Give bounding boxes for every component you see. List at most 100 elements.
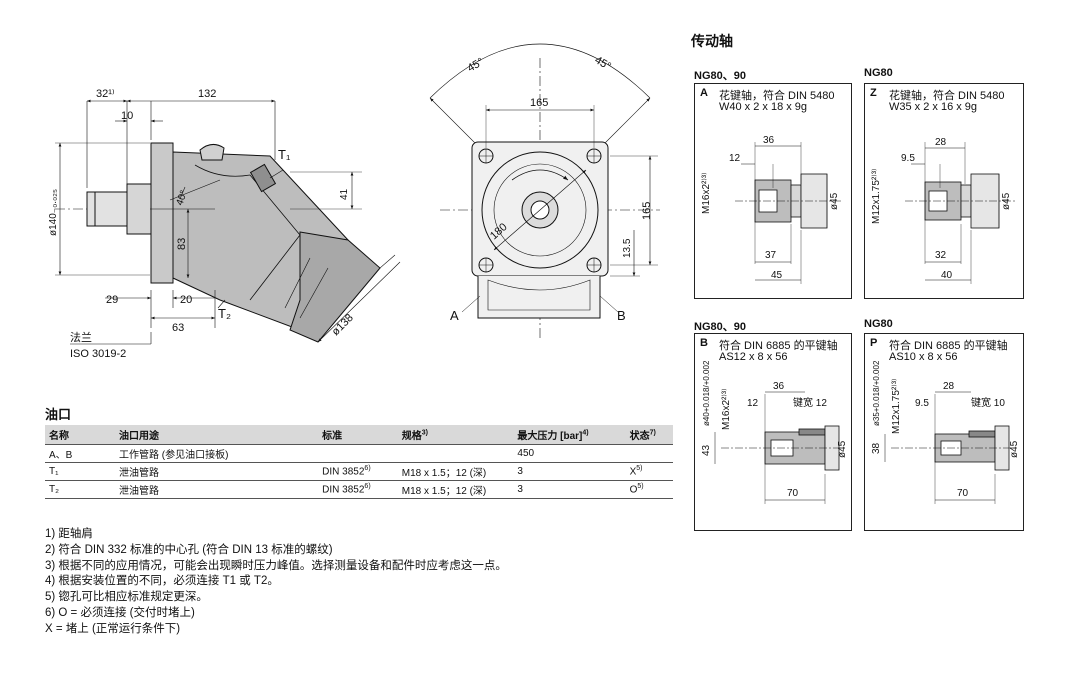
dim-a: 28	[943, 381, 955, 392]
dim-dia140: ø140₋₀.₀₂₅	[48, 189, 59, 236]
shaft-code: Z	[870, 87, 877, 99]
dim-10: 10	[121, 110, 133, 122]
technical-drawings: 32¹⁾ 132 10 T₁ 41 40° ø140₋₀.₀₂₅ 83 29 2…	[48, 43, 660, 360]
port-pressure: 3	[513, 462, 626, 481]
shaft-title: 传动轴	[691, 33, 733, 49]
dim-b: 12	[747, 398, 759, 409]
shaft-group-title: NG80	[864, 67, 893, 79]
dim-63: 63	[172, 322, 184, 334]
col-name: 名称	[45, 425, 116, 445]
port-spec	[397, 444, 514, 463]
dim-a: 36	[763, 135, 775, 146]
shaft-drawing: M16x2²⁾³⁾ 36 12 ø45 37 45	[701, 135, 843, 284]
ports-title: 油口	[45, 407, 72, 422]
dim-c: ø45	[1001, 192, 1012, 210]
port-pressure: 3	[513, 480, 626, 499]
port-use: 泄油管路	[115, 462, 319, 481]
footnote: 6) O = 必须连接 (交付时堵上)	[45, 606, 195, 619]
table-row: T₁ 泄油管路 DIN 38526) M18 x 1.5；12 (深) 3 X5…	[45, 462, 673, 481]
footnote: X = 堵上 (正常运行条件下)	[45, 622, 181, 635]
port-state	[625, 444, 673, 463]
col-state: 状态7)	[625, 425, 673, 445]
port-a-label: A	[450, 308, 459, 323]
dim-83: 83	[176, 238, 188, 250]
iso-label: ISO 3019-2	[70, 348, 126, 360]
dim-165-vertical: 165	[641, 202, 653, 220]
dim-a: 28	[935, 137, 947, 148]
dim-41: 41	[339, 188, 350, 200]
port-standard: DIN 38526)	[318, 480, 398, 499]
dim-dia-tol: ø40+0.018/+0.002	[702, 360, 711, 426]
shaft-desc: 符合 DIN 6885 的平键轴	[889, 340, 1008, 352]
dim-29: 29	[106, 294, 118, 306]
shaft-group-title: NG80、90	[694, 70, 746, 82]
shaft-desc: 符合 DIN 6885 的平键轴	[719, 340, 838, 352]
dim-e: 70	[787, 488, 799, 499]
shaft-box-p: P 符合 DIN 6885 的平键轴 AS10 x 8 x 56 ø35+0.0…	[864, 333, 1024, 531]
port-name: T₁	[45, 462, 116, 481]
shaft-drawing: ø40+0.018/+0.002 M16x2²⁾³⁾ 36 12 键宽 12 4…	[701, 360, 848, 504]
table-row: A、B 工作管路 (参见油口接板) 450	[45, 444, 673, 463]
key-width: 键宽 10	[971, 396, 1005, 409]
shaft-drawing: ø35+0.018/+0.002 M12x1.75²⁾³⁾ 28 9.5 键宽 …	[871, 360, 1020, 504]
dim-dia-tol: ø35+0.018/+0.002	[872, 360, 881, 426]
side-view	[55, 99, 401, 345]
dim-h: 38	[871, 442, 882, 454]
shaft-desc: 花键轴，符合 DIN 5480	[889, 90, 1005, 102]
dim-h: 43	[701, 444, 712, 456]
shaft-box-a: A 花键轴，符合 DIN 5480 W40 x 2 x 18 x 9g M16x…	[694, 83, 852, 299]
table-row: T₂ 泄油管路 DIN 38526) M18 x 1.5；12 (深) 3 O5…	[45, 480, 673, 499]
dim-e: 45	[771, 270, 783, 281]
dim-a: 36	[773, 381, 785, 392]
shaft-group-title: NG80	[864, 318, 893, 330]
port-spec: M18 x 1.5；12 (深)	[397, 480, 514, 499]
label-t2: T₂	[218, 306, 231, 321]
dim-d: 37	[765, 250, 777, 261]
dim-b: 9.5	[901, 153, 915, 164]
ports-header-row: 名称 油口用途 标准 规格3) 最大压力 [bar]4) 状态7)	[45, 425, 673, 445]
dim-b: 12	[729, 153, 741, 164]
dim-165: 165	[530, 97, 548, 109]
port-name: A、B	[45, 444, 116, 463]
dim-e: 70	[957, 488, 969, 499]
footnote: 5) 锪孔可比相应标准规定更深。	[45, 591, 208, 604]
port-pressure: 450	[513, 444, 626, 463]
shaft-group-title: NG80、90	[694, 321, 746, 333]
shaft-code: P	[870, 337, 878, 349]
label-t1: T₁	[278, 147, 291, 162]
shaft-code: A	[700, 87, 708, 99]
port-use: 工作管路 (参见油口接板)	[115, 444, 319, 463]
footnote: 2) 符合 DIN 332 标准的中心孔 (符合 DIN 13 标准的螺纹)	[45, 543, 333, 556]
shaft-spec: W40 x 2 x 18 x 9g	[719, 101, 808, 113]
shaft-code: B	[700, 337, 708, 349]
col-use: 油口用途	[115, 425, 319, 445]
dim-20: 20	[180, 294, 192, 306]
col-spec: 规格3)	[397, 425, 514, 445]
flange-label: 法兰	[70, 330, 92, 344]
dim-thread: M16x2²⁾³⁾	[721, 388, 732, 430]
shaft-drawing: M12x1.75²⁾³⁾ 28 9.5 ø45 32 40	[871, 137, 1015, 284]
port-name: T₂	[45, 480, 116, 499]
shaft-spec: AS10 x 8 x 56	[889, 351, 958, 363]
dim-b: 9.5	[915, 398, 929, 409]
port-state: X5)	[625, 462, 673, 481]
port-standard: DIN 38526)	[318, 462, 398, 481]
footnote: 3) 根据不同的应用情况，可能会出现瞬时压力峰值。选择测量设备和配件时应考虑这一…	[45, 559, 507, 572]
port-b-label: B	[617, 308, 626, 323]
dim-thread: M16x2²⁾³⁾	[701, 172, 712, 214]
shaft-spec: AS12 x 8 x 56	[719, 351, 788, 363]
shaft-spec: W35 x 2 x 16 x 9g	[889, 101, 978, 113]
ports-table: 名称 油口用途 标准 规格3) 最大压力 [bar]4) 状态7) A、B 工作…	[45, 425, 673, 499]
shaft-box-b: B 符合 DIN 6885 的平键轴 AS12 x 8 x 56 ø40+0.0…	[694, 333, 852, 531]
port-spec: M18 x 1.5；12 (深)	[397, 462, 514, 481]
key-width: 键宽 12	[793, 396, 827, 409]
footnote: 4) 根据安装位置的不同，必须连接 T1 或 T2。	[45, 575, 279, 588]
dim-e: 40	[941, 270, 953, 281]
dim-thread: M12x1.75²⁾³⁾	[871, 169, 882, 225]
dim-c: ø45	[837, 440, 848, 458]
dim-c: ø45	[1009, 440, 1020, 458]
dim-c: ø45	[829, 192, 840, 210]
dim-132: 132	[198, 88, 216, 100]
footnotes: 1) 距轴肩 2) 符合 DIN 332 标准的中心孔 (符合 DIN 13 标…	[45, 527, 507, 638]
front-view	[429, 43, 660, 340]
